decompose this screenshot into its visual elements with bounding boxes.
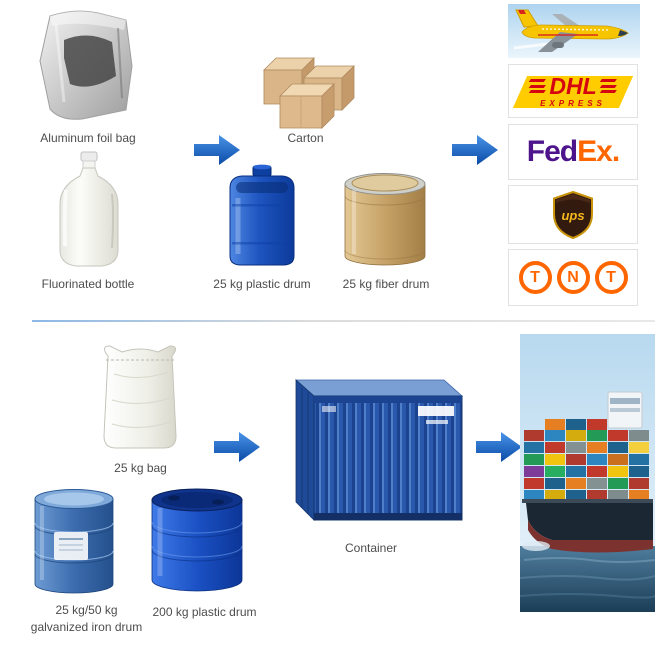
galvanized-iron-drum-label: 25 kg/50 kg galvanized iron drum (4, 602, 169, 637)
tnt-ring-2: N (556, 261, 590, 294)
fedex-ex-text: Ex (577, 135, 613, 168)
tnt-letter-1: T (530, 268, 540, 286)
galvanized-iron-drum-label-line2: galvanized iron drum (30, 620, 143, 635)
plastic-drum-200kg-label: 200 kg plastic drum (152, 605, 257, 619)
flow-arrow-icon (476, 432, 522, 462)
dhl-tagline: EXPRESS (540, 98, 606, 108)
dhl-wordmark: DHL (549, 72, 597, 99)
aluminum-foil-bag-image (39, 10, 133, 120)
tnt-ring-1: T (518, 261, 552, 294)
plastic-drum-200kg-image (151, 488, 243, 592)
flow-arrow-icon (452, 135, 498, 165)
plastic-drum-25kg-label: 25 kg plastic drum (213, 277, 311, 291)
dhl-speed-lines-left (529, 78, 547, 95)
carton-boxes-image (263, 57, 355, 129)
cargo-plane-image (508, 4, 640, 58)
ups-wordmark: ups (561, 208, 584, 223)
fedex-fed-text: Fed (526, 135, 578, 168)
fluorinated-bottle-image (59, 151, 119, 267)
tnt-letter-2: N (567, 268, 579, 286)
section-divider (32, 320, 655, 322)
fiber-drum-25kg-image (344, 173, 426, 266)
tnt-letter-3: T (606, 268, 616, 286)
fedex-logo: FedEx. (508, 124, 638, 180)
tnt-ring-3: T (594, 261, 628, 294)
bag-25kg-image (103, 345, 177, 449)
container-ship-image (520, 334, 655, 612)
dhl-speed-lines-right (599, 78, 617, 95)
flow-arrow-icon (214, 432, 260, 462)
aluminum-foil-bag-label: Aluminum foil bag (40, 131, 136, 145)
container-label: Container (344, 541, 398, 555)
fedex-period: . (611, 135, 620, 168)
galvanized-iron-drum-label-line1: 25 kg/50 kg (55, 603, 118, 617)
carton-label: Carton (287, 131, 324, 145)
galvanized-iron-drum-image (34, 489, 114, 594)
flow-arrow-icon (194, 135, 240, 165)
fluorinated-bottle-label: Fluorinated bottle (41, 277, 135, 291)
ups-shield-icon: ups (553, 190, 593, 239)
bag-25kg-label: 25 kg bag (114, 461, 167, 475)
plastic-drum-25kg-image (229, 164, 295, 266)
shipping-container-image (294, 379, 464, 521)
ups-logo: ups (508, 185, 638, 244)
tnt-logo: T N T (508, 249, 638, 306)
dhl-logo: DHL EXPRESS (508, 64, 638, 118)
fiber-drum-25kg-label: 25 kg fiber drum (342, 277, 430, 291)
